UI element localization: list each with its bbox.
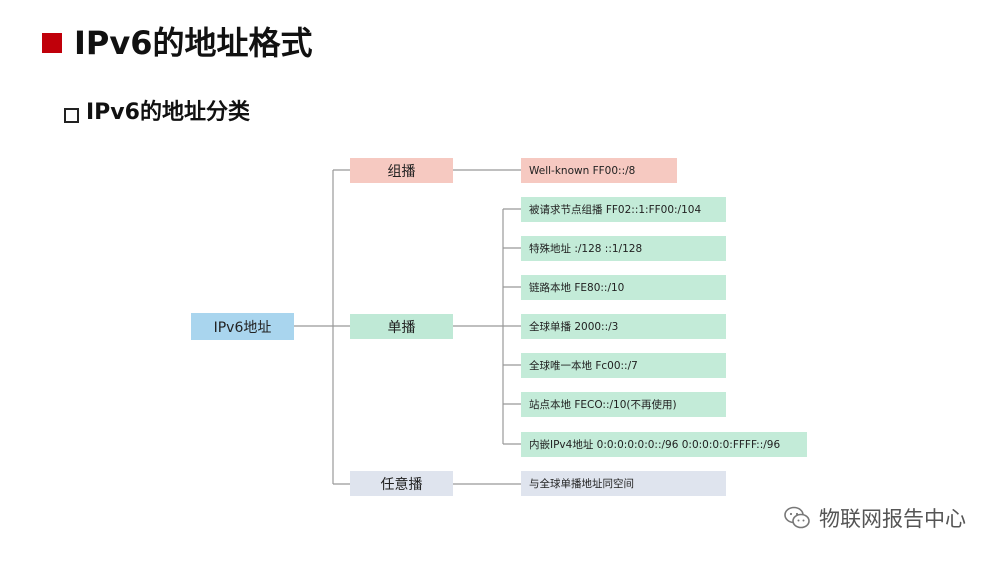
wechat-icon <box>784 506 810 529</box>
watermark-text: 物联网报告中心 <box>819 507 966 531</box>
leaf-special-address: 特殊地址 :/128 ::1/128 <box>521 236 726 261</box>
watermark: 物联网报告中心 <box>783 503 966 533</box>
node-anycast: 任意播 <box>350 471 453 496</box>
subtitle-bullet-icon <box>64 108 79 123</box>
node-multicast: 组播 <box>350 158 453 183</box>
leaf-link-local: 链路本地 FE80::/10 <box>521 275 726 300</box>
leaf-solicited-node: 被请求节点组播 FF02::1:FF00:/104 <box>521 197 726 222</box>
page-subtitle: IPv6的地址分类 <box>86 100 250 125</box>
leaf-site-local: 站点本地 FECO::/10(不再使用) <box>521 392 726 417</box>
title-marker <box>42 33 62 53</box>
leaf-global-unicast: 全球单播 2000::/3 <box>521 314 726 339</box>
node-unicast: 单播 <box>350 314 453 339</box>
page-title: IPv6的地址格式 <box>74 24 313 62</box>
leaf-ipv4-embedded: 内嵌IPv4地址 0:0:0:0:0:0::/96 0:0:0:0:0:FFFF… <box>521 432 807 457</box>
leaf-unique-local: 全球唯一本地 Fc00::/7 <box>521 353 726 378</box>
leaf-anycast-space: 与全球单播地址同空间 <box>521 471 726 496</box>
node-ipv6-address: IPv6地址 <box>191 313 294 340</box>
leaf-well-known: Well-known FF00::/8 <box>521 158 677 183</box>
